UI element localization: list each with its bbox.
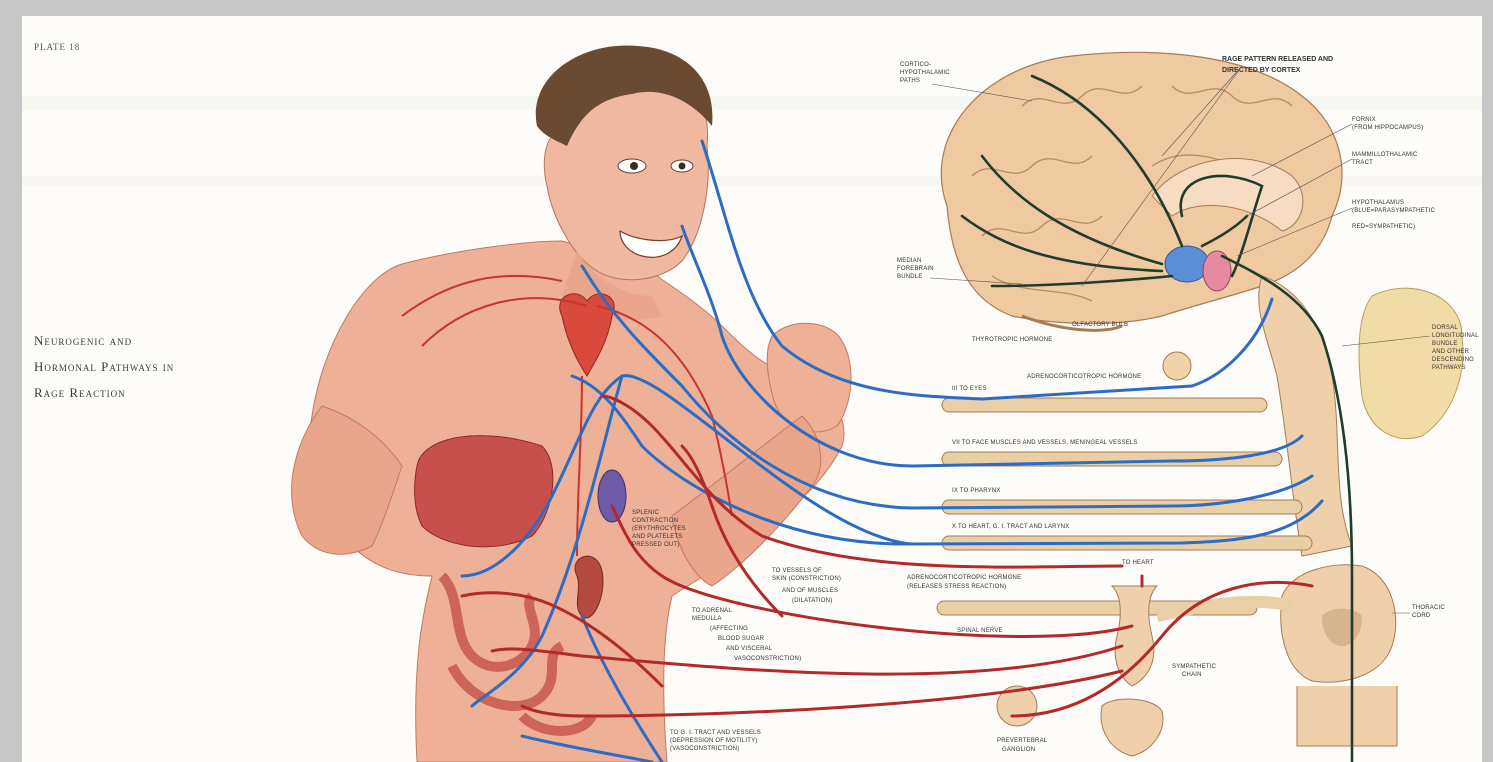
label-fornix-1: FORNIX — [1352, 117, 1376, 123]
label-adrenal-2: MEDULLA — [692, 616, 722, 622]
label-hypo-2: (BLUE=PARASYMPATHETIC — [1352, 208, 1436, 214]
label-splenic-4: AND PLATELETS — [632, 534, 683, 540]
label-face: VII TO FACE MUSCLES AND VESSELS, MENINGE… — [952, 440, 1138, 446]
label-mammillo-1: MAMMILLOTHALAMIC — [1352, 152, 1418, 158]
label-splenic-5: PRESSED OUT) — [632, 542, 679, 548]
label-gi-1: TO G. I. TRACT AND VESSELS — [670, 730, 761, 736]
label-median-3: BUNDLE — [897, 274, 923, 280]
label-cortico-2: HYPOTHALAMIC — [900, 70, 950, 76]
label-olfactory-bulb: OLFACTORY BULB — [1072, 322, 1128, 328]
label-mammillo-2: TRACT — [1352, 160, 1373, 166]
label-cortico-1: CORTICO- — [900, 62, 931, 68]
label-acth-low-1: ADRENOCORTICOTROPIC HORMONE — [907, 575, 1021, 581]
anatomy-diagram: RAGE PATTERN RELEASED AND DIRECTED BY CO… — [22, 16, 1482, 762]
label-thoracic-1: THORACIC — [1412, 605, 1445, 611]
label-vessels-2: SKIN (CONSTRICTION) — [772, 576, 841, 582]
label-splenic-2: CONTRACTION — [632, 518, 678, 524]
label-sympathetic-2: CHAIN — [1182, 672, 1202, 678]
label-dorsal-3: BUNDLE — [1432, 341, 1458, 347]
label-dorsal-2: LONGITUDINAL — [1432, 333, 1479, 339]
spinal-cord — [1281, 565, 1397, 746]
illustration-sheet: PLATE 18 Neurogenic and Hormonal Pathway… — [22, 16, 1482, 762]
label-spinal-nerve: SPINAL NERVE — [957, 628, 1003, 634]
label-median-1: MEDIAN — [897, 258, 922, 264]
label-gi-2: (DEPRESSION OF MOTILITY) — [670, 738, 757, 744]
label-dorsal-5: DESCENDING — [1432, 357, 1474, 363]
label-gi-3: (VASOCONSTRICTION) — [670, 746, 740, 752]
label-prevertebral-1: PREVERTEBRAL — [997, 738, 1048, 744]
label-eyes: III TO EYES — [952, 386, 987, 392]
label-hypo-3: RED=SYMPATHETIC) — [1352, 224, 1415, 230]
label-fornix-2: (FROM HIPPOCAMPUS) — [1352, 125, 1423, 131]
label-rage-pattern: RAGE PATTERN RELEASED AND — [1222, 56, 1333, 63]
label-thyrotropic: THYROTROPIC HORMONE — [972, 337, 1052, 343]
label-dorsal-6: PATHWAYS — [1432, 365, 1466, 371]
label-dorsal-1: DORSAL — [1432, 325, 1458, 331]
label-splenic-3: (ERYTHROCYTES — [632, 526, 686, 532]
label-adrenal-6: VASOCONSTRICTION) — [734, 656, 801, 662]
label-cortico-3: PATHS — [900, 78, 920, 84]
label-vessels-4: (DILATATION) — [792, 598, 832, 604]
label-vessels-3: AND OF MUSCLES — [782, 588, 838, 594]
label-vessels-1: TO VESSELS OF — [772, 568, 822, 574]
label-acth-low-2: (RELEASES STRESS REACTION) — [907, 584, 1006, 590]
label-median-2: FOREBRAIN — [897, 266, 934, 272]
label-hypo-1: HYPOTHALAMUS — [1352, 200, 1404, 206]
label-sympathetic-1: SYMPATHETIC — [1172, 664, 1216, 670]
label-prevertebral-2: GANGLION — [1002, 747, 1035, 753]
label-splenic-1: SPLENIC — [632, 510, 660, 516]
label-adrenal-5: AND VISCERAL — [726, 646, 773, 652]
label-adrenal-4: BLOOD SUGAR — [718, 636, 765, 642]
label-dorsal-4: AND OTHER — [1432, 349, 1470, 355]
label-heart-gi: X TO HEART, G. I. TRACT AND LARYNX — [952, 524, 1070, 530]
label-pharynx: IX TO PHARYNX — [952, 488, 1001, 494]
label-adrenal-3: (AFFECTING — [710, 626, 748, 632]
label-adrenal-1: TO ADRENAL — [692, 608, 732, 614]
label-rage-pattern-2: DIRECTED BY CORTEX — [1222, 67, 1301, 74]
label-acth-top: ADRENOCORTICOTROPIC HORMONE — [1027, 374, 1141, 380]
label-to-heart: TO HEART — [1122, 560, 1154, 566]
label-thoracic-2: CORD — [1412, 613, 1431, 619]
